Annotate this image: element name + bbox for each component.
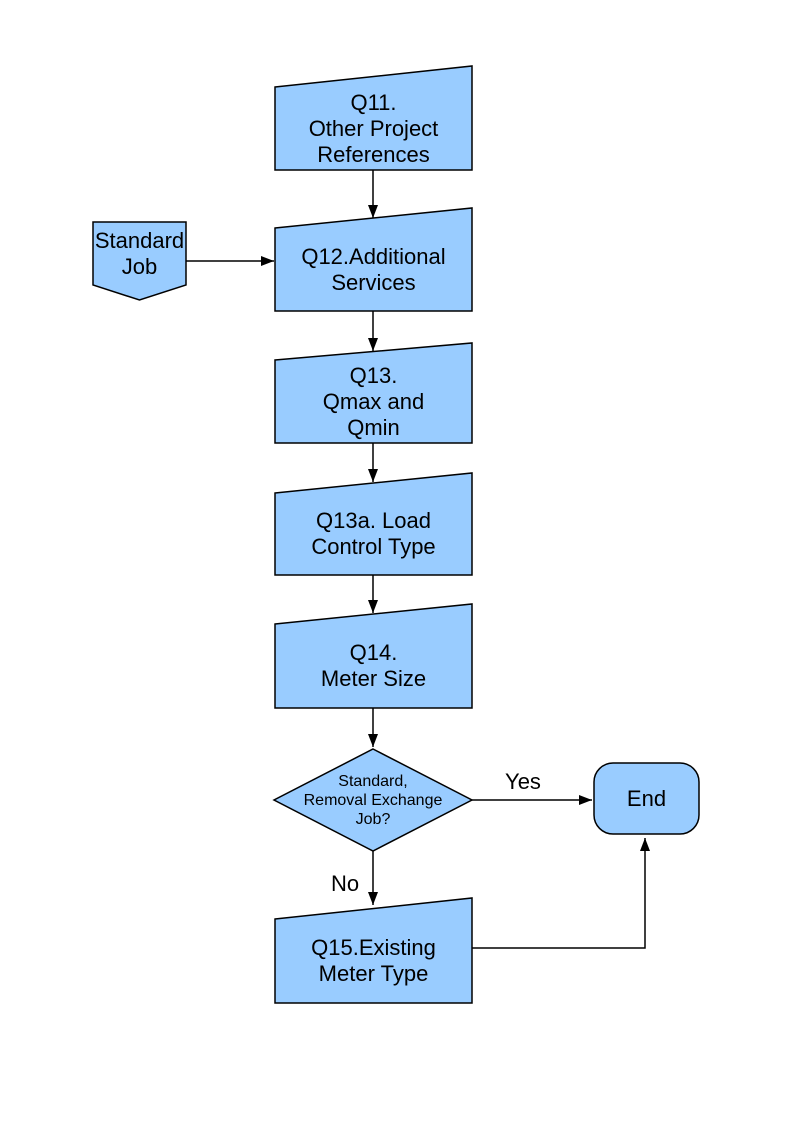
q14-node-shape [274, 603, 473, 709]
q11-node-shape [274, 65, 473, 171]
q13a-node-shape [274, 472, 473, 576]
q12-node-shape [274, 207, 473, 312]
end-node-shape [593, 762, 700, 835]
q13-node-shape [274, 342, 473, 444]
edge-q15-to-end [472, 838, 650, 949]
q15-node-shape [274, 897, 473, 1004]
standard-job-node-shape [92, 221, 187, 301]
decision-node-shape [272, 748, 474, 852]
